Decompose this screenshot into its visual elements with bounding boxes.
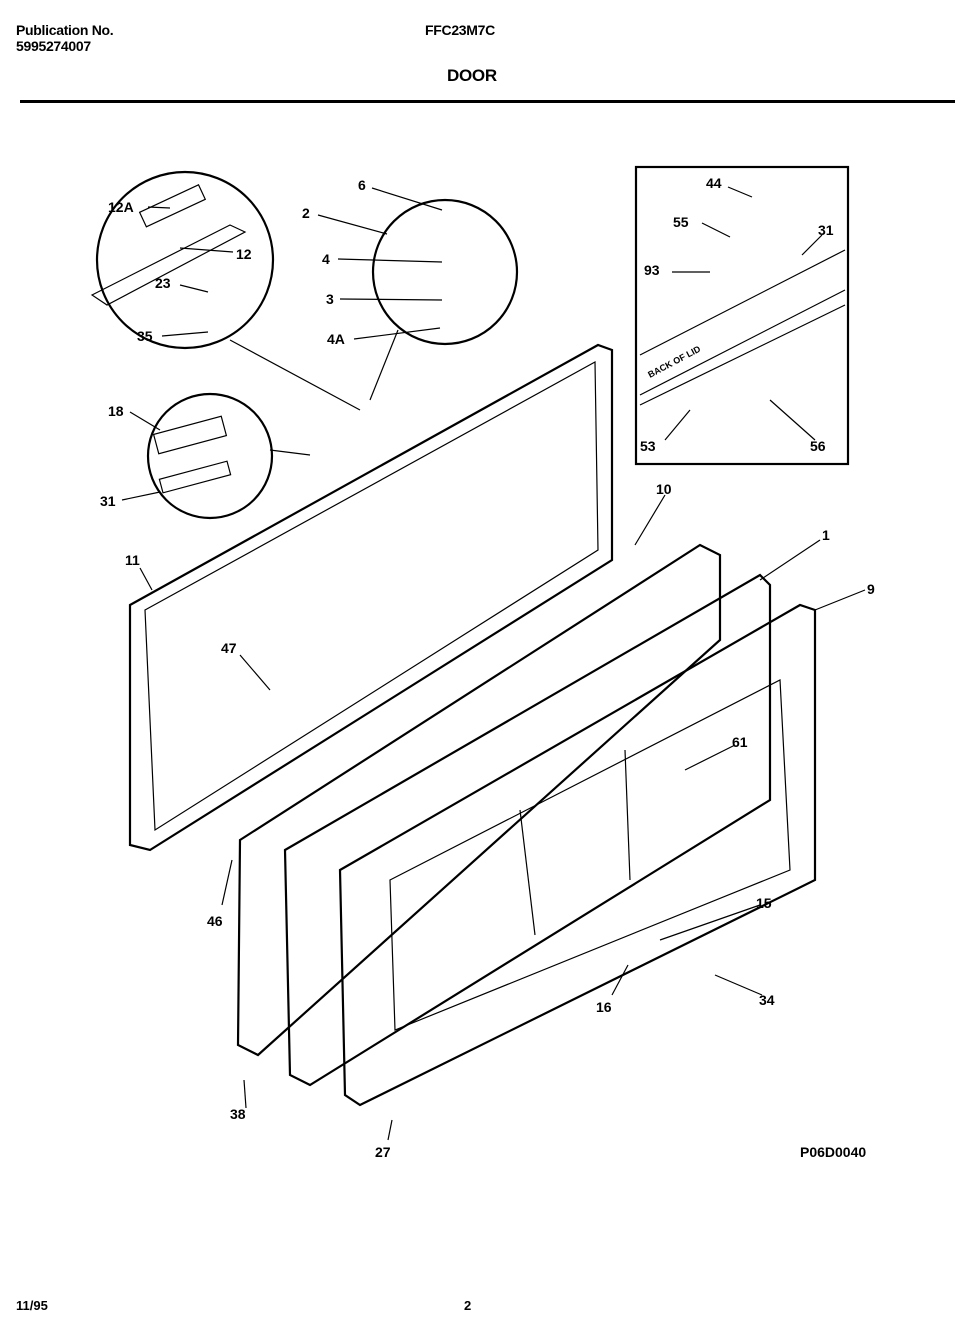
callout-34: 34 [759, 992, 775, 1008]
inset-circle-lock [369, 198, 519, 401]
callout-2: 2 [302, 205, 310, 221]
inset-callout-56: 56 [810, 438, 826, 454]
door-panel [236, 543, 817, 1107]
callout-1: 1 [822, 527, 830, 543]
inset-panel-text: BACK OF LID [646, 343, 702, 379]
inset-callout-55: 55 [673, 214, 689, 230]
callout-61: 61 [732, 734, 748, 750]
section-title: DOOR [447, 66, 497, 85]
page-number: 2 [464, 1298, 471, 1313]
callout-16: 16 [596, 999, 612, 1015]
callout-31: 31 [100, 493, 116, 509]
inset-callout-44: 44 [706, 175, 722, 191]
callout-27: 27 [375, 1144, 391, 1160]
callout-3: 3 [326, 291, 334, 307]
model-number: FFC23M7C [425, 22, 495, 38]
drawing-code: P06D0040 [800, 1144, 866, 1160]
inset-box-light: BACK OF LID [634, 165, 850, 466]
callout-46: 46 [207, 913, 223, 929]
publication-number: 5995274007 [16, 38, 91, 54]
callout-15: 15 [756, 895, 772, 911]
inset-callout-93: 93 [644, 262, 660, 278]
callout-18: 18 [108, 403, 124, 419]
inset-callout-53: 53 [640, 438, 656, 454]
callouts: 6 2 12A 12 4 23 3 35 4A 18 31 10 11 1 9 … [100, 175, 875, 1160]
callout-12a: 12A [108, 199, 134, 215]
callout-11: 11 [125, 552, 140, 568]
callout-12: 12 [236, 246, 252, 262]
door-frame-outline [128, 343, 614, 852]
callout-leaders [121, 186, 866, 1141]
callout-38: 38 [230, 1106, 246, 1122]
inset-circle-hinge [90, 170, 361, 411]
callout-4: 4 [322, 251, 330, 267]
callout-6: 6 [358, 177, 366, 193]
callout-47: 47 [221, 640, 237, 656]
callout-10: 10 [656, 481, 672, 497]
callout-9: 9 [867, 581, 875, 597]
header-rule [20, 100, 955, 103]
footer-date: 11/95 [16, 1298, 48, 1313]
callout-35: 35 [137, 328, 153, 344]
inset-circle-handle [146, 392, 311, 520]
inset-callout-31: 31 [818, 222, 834, 238]
callout-23: 23 [155, 275, 171, 291]
publication-label: Publication No. [16, 22, 114, 38]
callout-4a: 4A [327, 331, 345, 347]
